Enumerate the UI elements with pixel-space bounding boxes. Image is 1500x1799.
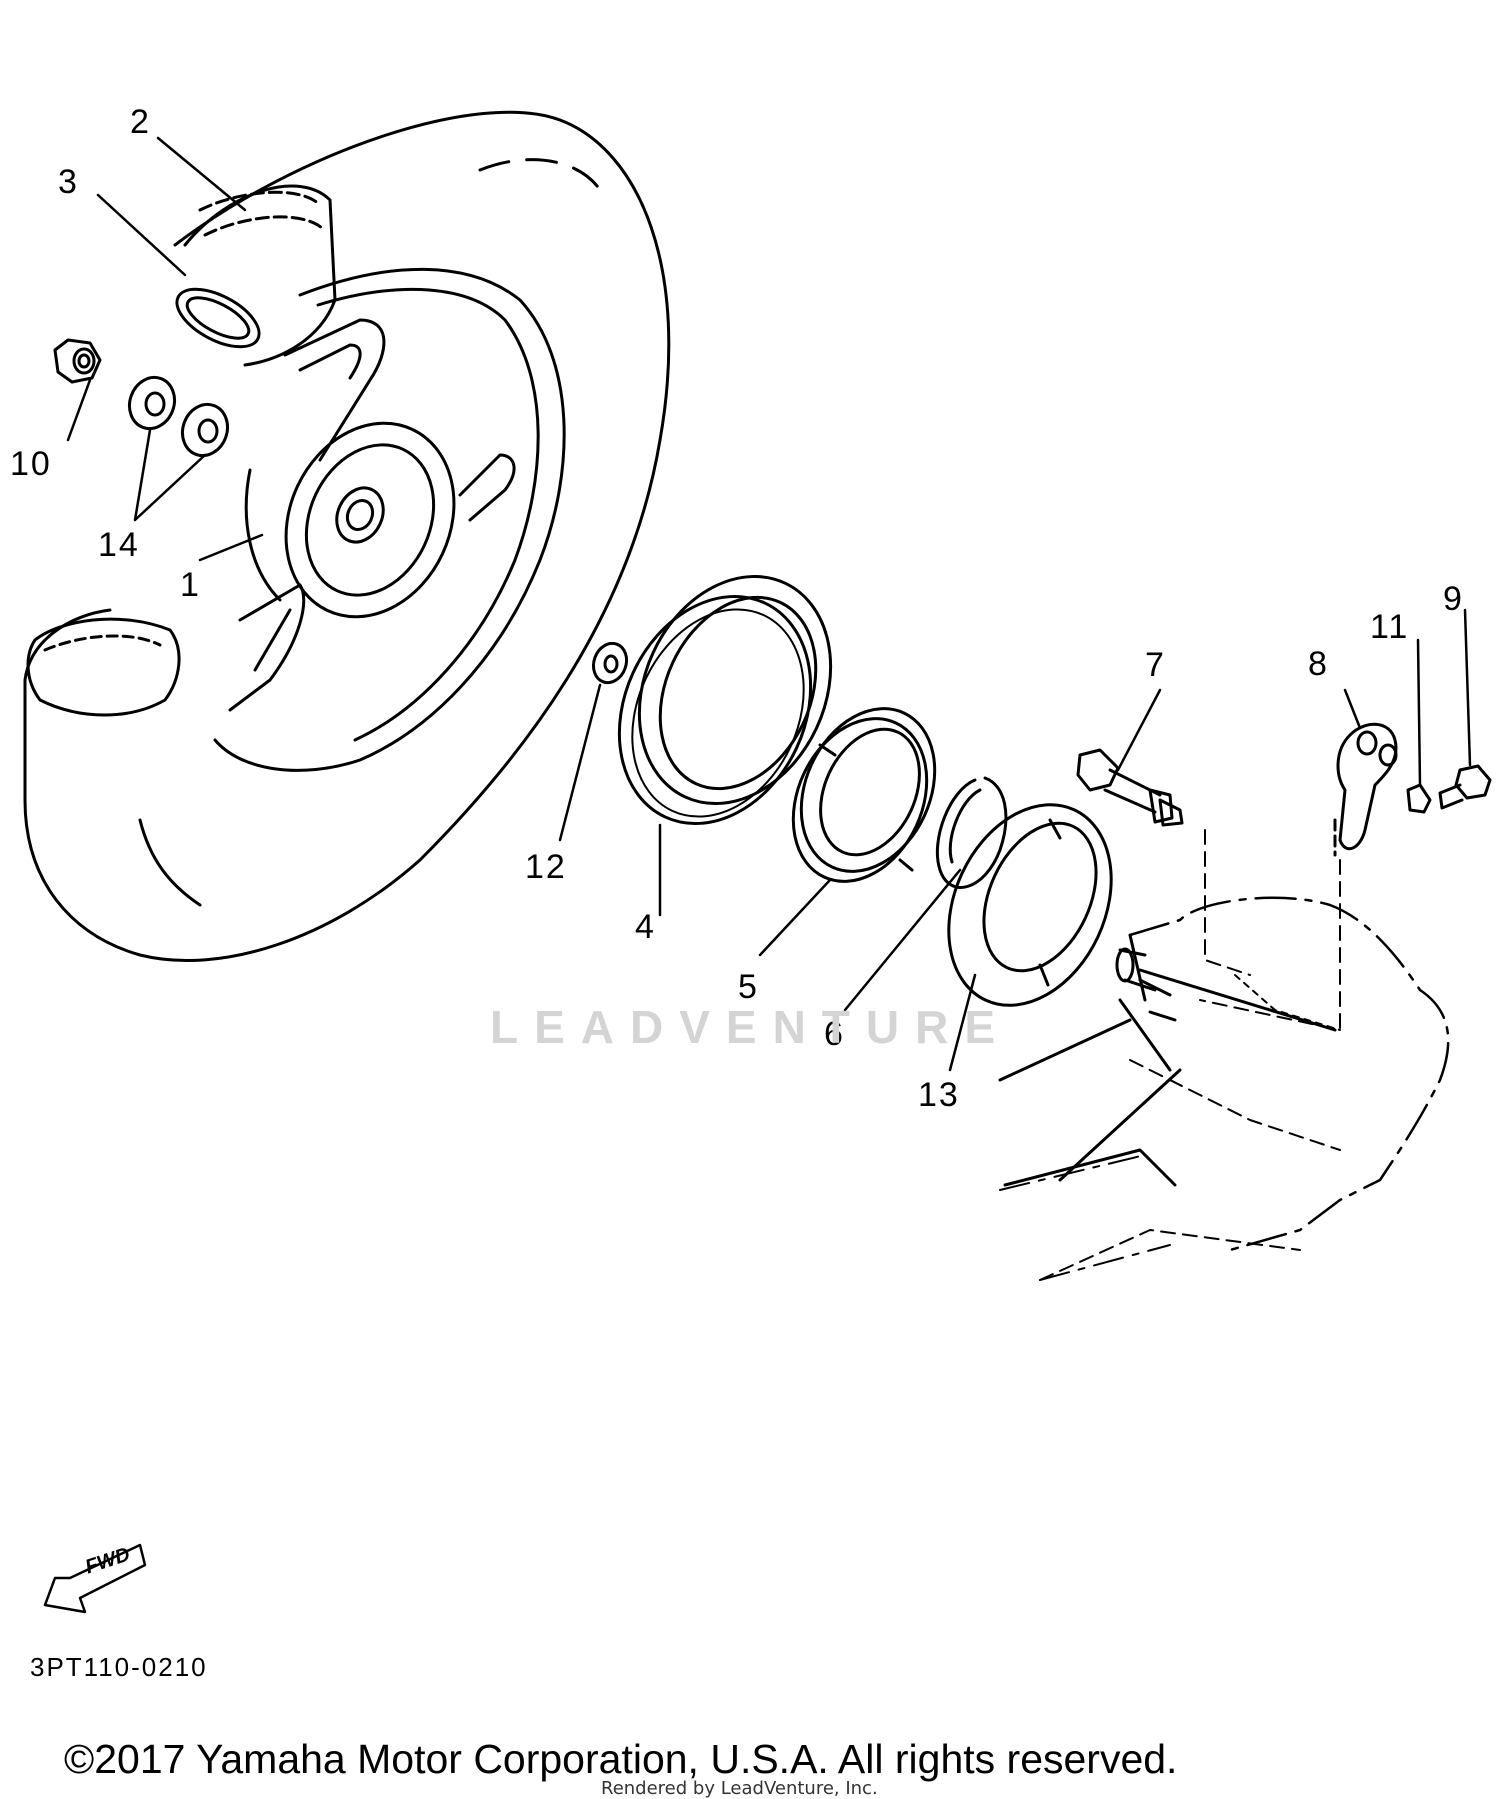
bolt-part-9 bbox=[1438, 764, 1492, 810]
oil-seal-part-13 bbox=[947, 803, 1113, 1007]
brake-arm-part-8 bbox=[1333, 722, 1398, 857]
washers-part-14 bbox=[127, 375, 230, 458]
callout-14: 14 bbox=[98, 526, 140, 564]
callout-5: 5 bbox=[738, 968, 759, 1006]
brake-cam-part-7 bbox=[1076, 748, 1184, 827]
callout-8: 8 bbox=[1308, 645, 1329, 683]
callout-13: 13 bbox=[918, 1076, 960, 1114]
watermark: LEADVENTURE bbox=[490, 1001, 1012, 1053]
leader-lines bbox=[66, 136, 1472, 1072]
part-code: 3PT110-0210 bbox=[30, 1652, 208, 1682]
callout-4: 4 bbox=[635, 908, 656, 946]
callout-7: 7 bbox=[1145, 646, 1166, 684]
engine-case-outline bbox=[998, 829, 1450, 1281]
callout-6: 6 bbox=[824, 1015, 845, 1053]
brake-shoe-part-5 bbox=[791, 707, 937, 883]
clip-part-11 bbox=[1406, 783, 1432, 814]
nut-part-10 bbox=[53, 338, 102, 384]
callout-1: 1 bbox=[180, 566, 201, 604]
wheel-tire bbox=[23, 110, 671, 962]
callout-2: 2 bbox=[130, 103, 151, 141]
spring-part-6 bbox=[935, 776, 1008, 889]
callout-9: 9 bbox=[1443, 580, 1464, 618]
fwd-arrow-icon bbox=[43, 1543, 147, 1614]
washer-part-12 bbox=[591, 641, 629, 685]
callout-3: 3 bbox=[58, 163, 79, 201]
copyright-notice: ©2017 Yamaha Motor Corporation, U.S.A. A… bbox=[64, 1736, 1178, 1782]
callout-11: 11 bbox=[1370, 608, 1410, 646]
rendered-by-notice: Rendered by LeadVenture, Inc. bbox=[601, 1778, 878, 1799]
callout-10: 10 bbox=[10, 445, 52, 483]
callout-12: 12 bbox=[525, 848, 567, 886]
seal-part-4 bbox=[617, 574, 833, 826]
